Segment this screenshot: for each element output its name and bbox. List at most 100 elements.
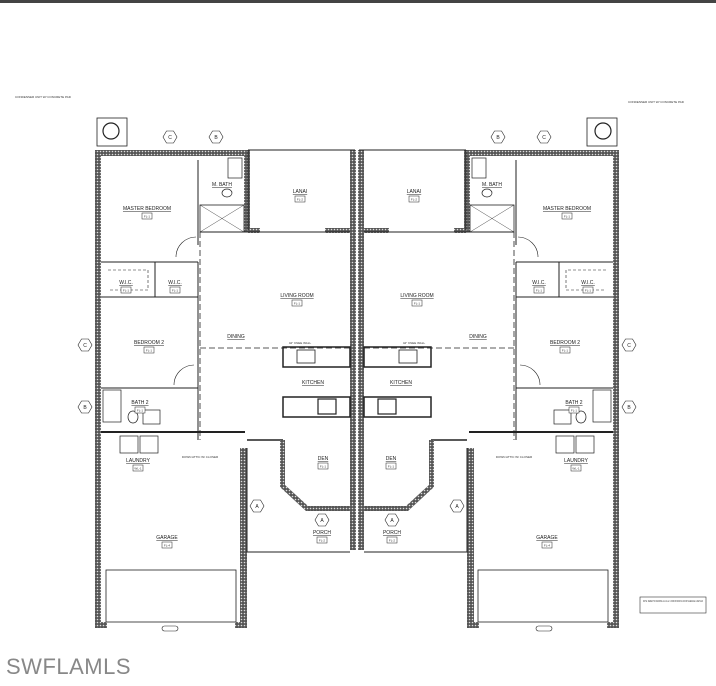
shower [199, 204, 245, 233]
knee-wall-note: 42" KNEE WALL [403, 341, 426, 345]
section-marker [536, 130, 552, 144]
wall [613, 297, 619, 302]
finish-tag [570, 464, 582, 472]
wall [95, 150, 101, 628]
kitchen-sink [398, 349, 418, 364]
section-marker-label: B [496, 135, 500, 141]
door-swing [173, 364, 195, 386]
condenser-fan-icon [102, 122, 120, 140]
room-label-den: DEN [386, 456, 397, 462]
sheet-note-text: NOTE: REFER TO DRAWING A1.1 & A2.1 FOR W… [643, 599, 703, 603]
room-label-laundry: LAUNDRY [126, 458, 150, 464]
toilet-2 [575, 410, 587, 424]
finish-tag-text: FL-1 [320, 465, 327, 469]
section-marker [249, 499, 265, 513]
wall [358, 150, 364, 550]
finish-tag-text: WL-1 [134, 467, 141, 471]
section-marker [449, 499, 465, 513]
finish-tag [541, 541, 553, 549]
finish-tag-text: FL-2 [411, 198, 418, 202]
finish-tag [386, 536, 398, 544]
room-label-lanai: LANAI [407, 189, 421, 195]
attic-note: DOWN ATTIC W/ CLOSER [182, 455, 219, 459]
bathtub [102, 389, 122, 423]
room-label-wic-1: W.I.C. [119, 280, 133, 286]
section-marker-label: C [542, 135, 546, 141]
driveway-tag [161, 625, 179, 632]
bathtub [592, 389, 612, 423]
section-marker [314, 513, 330, 527]
condenser-pad [96, 117, 128, 147]
section-marker-label: A [455, 504, 459, 510]
section-marker [208, 130, 224, 144]
finish-tag-text: FL-1 [123, 289, 130, 293]
room-label-den: DEN [318, 456, 329, 462]
watermark: SWFLAMLS [6, 654, 132, 679]
wall [514, 150, 619, 156]
finish-tag [169, 286, 181, 294]
section-marker-label: A [255, 504, 259, 510]
kitchen-counter [282, 396, 351, 418]
section-marker-label: B [214, 135, 218, 141]
finish-tag-text: FL-2 [319, 539, 326, 543]
room-label-master-bath: M. BATH [212, 182, 232, 188]
section-marker [621, 400, 637, 414]
range [377, 398, 397, 415]
finish-tag-text: FL-1 [137, 409, 144, 413]
finish-tag-text: FL-1 [172, 289, 179, 293]
finish-tag [533, 286, 545, 294]
wall [454, 228, 466, 233]
wall [607, 622, 619, 628]
room-label-master-bath: M. BATH [482, 182, 502, 188]
wall [248, 228, 260, 233]
finish-tag-text: FL-1 [388, 465, 395, 469]
sink [553, 409, 572, 425]
wall [350, 150, 356, 550]
room-label-kitchen: KITCHEN [302, 380, 324, 386]
shower [469, 204, 515, 233]
wall [466, 150, 514, 156]
wall [240, 448, 247, 628]
room-label-wic-1: W.I.C. [581, 280, 595, 286]
toilet [221, 188, 233, 198]
finish-tag-text: FL-2 [389, 539, 396, 543]
attic-note: DOWN ATTIC W/ CLOSER [496, 455, 533, 459]
finish-tag-text: FL-1 [146, 349, 153, 353]
toilet [481, 188, 493, 198]
wall [235, 622, 247, 628]
finish-tag-text: FL-2 [297, 198, 304, 202]
wall [359, 228, 389, 233]
dryer [555, 435, 575, 454]
room-label-garage: GARAGE [156, 535, 178, 541]
room-label-wic-2: W.I.C. [532, 280, 546, 286]
wall [95, 622, 107, 628]
room-label-living-room: LIVING ROOM [400, 293, 433, 299]
knee-wall-counter [282, 346, 351, 368]
section-marker [77, 400, 93, 414]
finish-tag [141, 212, 153, 220]
section-marker [621, 338, 637, 352]
finish-tag [561, 212, 573, 220]
condenser-note-right: CONDENSER UNIT W/ CONCRETE PAD [628, 100, 685, 104]
washer [119, 435, 139, 454]
section-marker [490, 130, 506, 144]
room-label-bath-2: BATH 2 [565, 400, 582, 406]
finish-tag-text: FL-1 [585, 289, 592, 293]
shower-x2 [469, 204, 515, 233]
room-label-laundry: LAUNDRY [564, 458, 588, 464]
finish-tag-text: FL-1 [564, 215, 571, 219]
finish-tag [291, 299, 303, 307]
finish-tag [134, 406, 146, 414]
finish-tag-text: FL-4 [544, 544, 551, 548]
room-label-dining: DINING [227, 334, 245, 340]
sheet-note: NOTE: REFER TO DRAWING A1.1 & A2.1 FOR W… [639, 596, 707, 614]
finish-tag [132, 464, 144, 472]
door-swing [519, 364, 541, 386]
unit-left [77, 117, 356, 632]
section-marker-label: A [320, 518, 324, 524]
condenser-pad [586, 117, 618, 147]
kitchen-counter [363, 396, 432, 418]
wall [613, 150, 619, 628]
toilet-2 [127, 410, 139, 424]
